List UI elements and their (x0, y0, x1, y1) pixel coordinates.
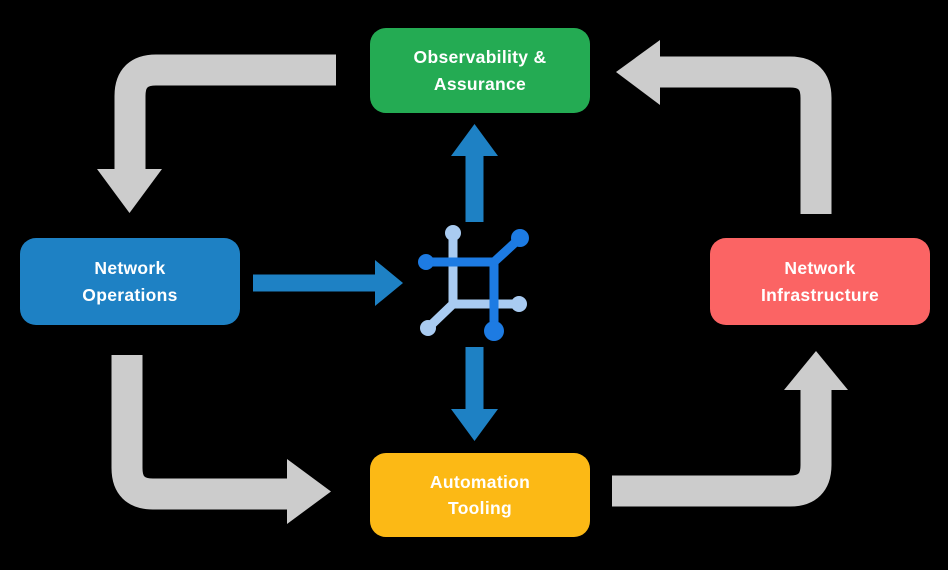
arrow-shaft (659, 56, 832, 214)
network-mesh-icon-primary (418, 229, 529, 341)
arrow-head-down (97, 169, 162, 213)
arrow-head-right (287, 459, 331, 524)
arrow-head-up (784, 351, 848, 390)
hub-arrow-hub-to-observability (451, 124, 498, 222)
arrow-head-left (616, 40, 660, 105)
arrow-head-down (451, 409, 498, 441)
cycle-arrow-infrastructure-to-observability (616, 40, 832, 214)
hub-arrow-operations-to-hub (253, 260, 403, 306)
node-observability-assurance: Observability & Assurance (370, 28, 590, 113)
node-label: Observability & Assurance (413, 47, 547, 94)
cycle-arrow-automation-to-infrastructure (612, 351, 848, 507)
arrow-shaft (114, 54, 336, 170)
hub-arrow-hub-to-automation (451, 347, 498, 441)
network-mesh-icon (418, 225, 529, 341)
node-label: Automation Tooling (429, 471, 531, 518)
arrow-head-right (375, 260, 403, 306)
cycle-arrow-observability-to-operations (97, 54, 336, 213)
network-mesh-icon-secondary (420, 225, 527, 336)
node-network-infrastructure: Network Infrastructure (710, 238, 930, 325)
cycle-arrow-operations-to-automation (111, 355, 331, 524)
node-label: Network Operations (82, 258, 178, 305)
arrow-head-up (451, 124, 498, 156)
arrow-shaft (612, 389, 832, 507)
node-label: Network Infrastructure (761, 258, 879, 305)
node-network-operations: Network Operations (20, 238, 240, 325)
arrow-shaft (111, 355, 288, 510)
node-automation-tooling: Automation Tooling (370, 453, 590, 537)
